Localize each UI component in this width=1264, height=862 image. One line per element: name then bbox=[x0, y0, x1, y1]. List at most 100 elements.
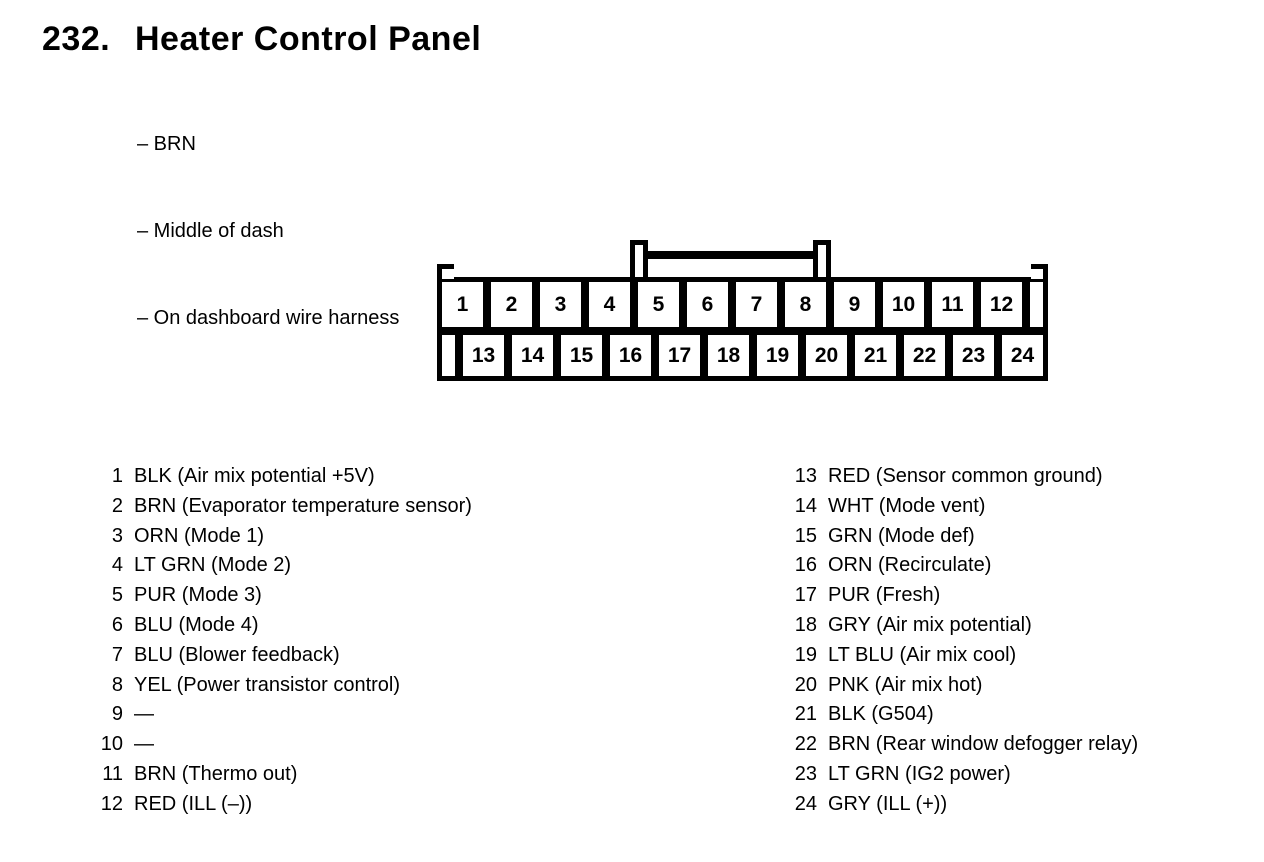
pin-description: WHT (Mode vent) bbox=[828, 494, 986, 517]
connector-pin-cell: 16 bbox=[610, 335, 651, 376]
pin-row: 8 YEL (Power transistor control) bbox=[95, 671, 655, 701]
connector-tab-notch bbox=[1031, 269, 1043, 279]
pin-number: 22 bbox=[794, 733, 817, 756]
connector-pin-cell: 2 bbox=[491, 282, 532, 327]
connector-pin-cell: 13 bbox=[463, 335, 504, 376]
pin-number: 17 bbox=[794, 584, 817, 607]
pin-description: PNK (Air mix hot) bbox=[828, 673, 983, 696]
pin-number: 19 bbox=[794, 643, 817, 666]
connector-latch-bar bbox=[646, 251, 814, 259]
connector-pin-cell: 21 bbox=[855, 335, 896, 376]
pin-description: LT BLU (Air mix cool) bbox=[828, 643, 1017, 666]
pin-number: 6 bbox=[111, 613, 123, 636]
connector-pin-cell: 23 bbox=[953, 335, 994, 376]
connector-latch-post-left bbox=[630, 240, 648, 282]
pin-number: 24 bbox=[794, 792, 817, 815]
connector-pin-cell: 7 bbox=[736, 282, 777, 327]
pin-description: ORN (Mode 1) bbox=[134, 524, 265, 547]
connector-pin-cell: 12 bbox=[981, 282, 1022, 327]
connector-pin-cell: 4 bbox=[589, 282, 630, 327]
connector-pin-cell: 3 bbox=[540, 282, 581, 327]
pin-description: LT GRN (Mode 2) bbox=[134, 554, 292, 577]
pin-description: BRN (Rear window defogger relay) bbox=[828, 733, 1139, 756]
pin-row: 7 BLU (Blower feedback) bbox=[95, 641, 655, 671]
page-title-text: Heater Control Panel bbox=[135, 20, 482, 58]
pin-description: RED (ILL (–)) bbox=[134, 792, 253, 815]
pin-number: 2 bbox=[111, 494, 123, 517]
pin-row: 15 GRN (Mode def) bbox=[789, 522, 1259, 552]
pin-description: BRN (Evaporator temperature sensor) bbox=[134, 494, 472, 517]
pin-description: BLU (Blower feedback) bbox=[134, 643, 340, 666]
connector-pin-cell: 19 bbox=[757, 335, 798, 376]
connector-pin-cell: 22 bbox=[904, 335, 945, 376]
pin-description: BRN (Thermo out) bbox=[134, 762, 298, 785]
connector-notes: – BRN – Middle of dash – On dashboard wi… bbox=[137, 72, 399, 391]
pin-number: 10 bbox=[100, 733, 123, 756]
pin-description: LT GRN (IG2 power) bbox=[828, 762, 1011, 785]
connector-pin-cell: 10 bbox=[883, 282, 924, 327]
pin-description: GRN (Mode def) bbox=[828, 524, 975, 547]
pin-row: 9— bbox=[95, 700, 655, 730]
pin-number: 12 bbox=[100, 792, 123, 815]
pin-description: BLU (Mode 4) bbox=[134, 613, 259, 636]
pin-number: 5 bbox=[111, 584, 123, 607]
pin-number: 21 bbox=[794, 703, 817, 726]
pin-number: 23 bbox=[794, 762, 817, 785]
pin-row: 21 BLK (G504) bbox=[789, 700, 1259, 730]
connector-pin-cell: 9 bbox=[834, 282, 875, 327]
pin-number: 16 bbox=[794, 554, 817, 577]
pin-number: 3 bbox=[111, 524, 123, 547]
pin-row: 12 RED (ILL (–)) bbox=[95, 790, 655, 820]
page-title: 232. Heater Control Panel bbox=[42, 20, 481, 59]
pin-row: 6 BLU (Mode 4) bbox=[95, 611, 655, 641]
pin-description: PUR (Mode 3) bbox=[134, 584, 262, 607]
pin-description: RED (Sensor common ground) bbox=[828, 465, 1103, 487]
pin-row: 14 WHT (Mode vent) bbox=[789, 492, 1259, 522]
pin-row: 16 ORN (Recirculate) bbox=[789, 551, 1259, 581]
pin-number: 15 bbox=[794, 524, 817, 547]
pin-number: 1 bbox=[111, 465, 123, 487]
connector-pin-cell: 14 bbox=[512, 335, 553, 376]
pin-row: 23 LT GRN (IG2 power) bbox=[789, 760, 1259, 790]
pin-number: 7 bbox=[111, 643, 123, 666]
note-line: – Middle of dash bbox=[137, 220, 284, 242]
pin-row: 22 BRN (Rear window defogger relay) bbox=[789, 730, 1259, 760]
pin-description: — bbox=[134, 703, 154, 726]
note-line: – On dashboard wire harness bbox=[137, 307, 400, 329]
section-number: 232. bbox=[42, 20, 111, 58]
pin-description: YEL (Power transistor control) bbox=[134, 673, 401, 696]
connector-pin-cell: 11 bbox=[932, 282, 973, 327]
pin-number: 18 bbox=[794, 613, 817, 636]
connector-pin-cell: 17 bbox=[659, 335, 700, 376]
pin-row: 3 ORN (Mode 1) bbox=[95, 522, 655, 552]
pin-description: GRY (ILL (+)) bbox=[828, 792, 948, 815]
connector-pin-cell: 18 bbox=[708, 335, 749, 376]
connector-latch-post-right bbox=[813, 240, 831, 282]
pin-row: 18 GRY (Air mix potential) bbox=[789, 611, 1259, 641]
pin-description: GRY (Air mix potential) bbox=[828, 613, 1032, 636]
pin-row: 4 LT GRN (Mode 2) bbox=[95, 551, 655, 581]
pin-description: ORN (Recirculate) bbox=[828, 554, 992, 577]
note-line: – BRN bbox=[137, 133, 196, 155]
connector-blank-cell bbox=[442, 335, 455, 376]
pin-description: — bbox=[134, 733, 154, 756]
pin-number: 14 bbox=[794, 494, 817, 517]
connector-pin-cell: 15 bbox=[561, 335, 602, 376]
connector-pin-cell: 1 bbox=[442, 282, 483, 327]
pin-row: 24 GRY (ILL (+)) bbox=[789, 790, 1259, 820]
pin-number: 11 bbox=[102, 762, 123, 785]
pin-number: 8 bbox=[111, 673, 123, 696]
pin-number: 4 bbox=[111, 554, 123, 577]
connector-pin-cell: 6 bbox=[687, 282, 728, 327]
pin-row: 19 LT BLU (Air mix cool) bbox=[789, 641, 1259, 671]
pin-description: BLK (G504) bbox=[828, 703, 934, 726]
